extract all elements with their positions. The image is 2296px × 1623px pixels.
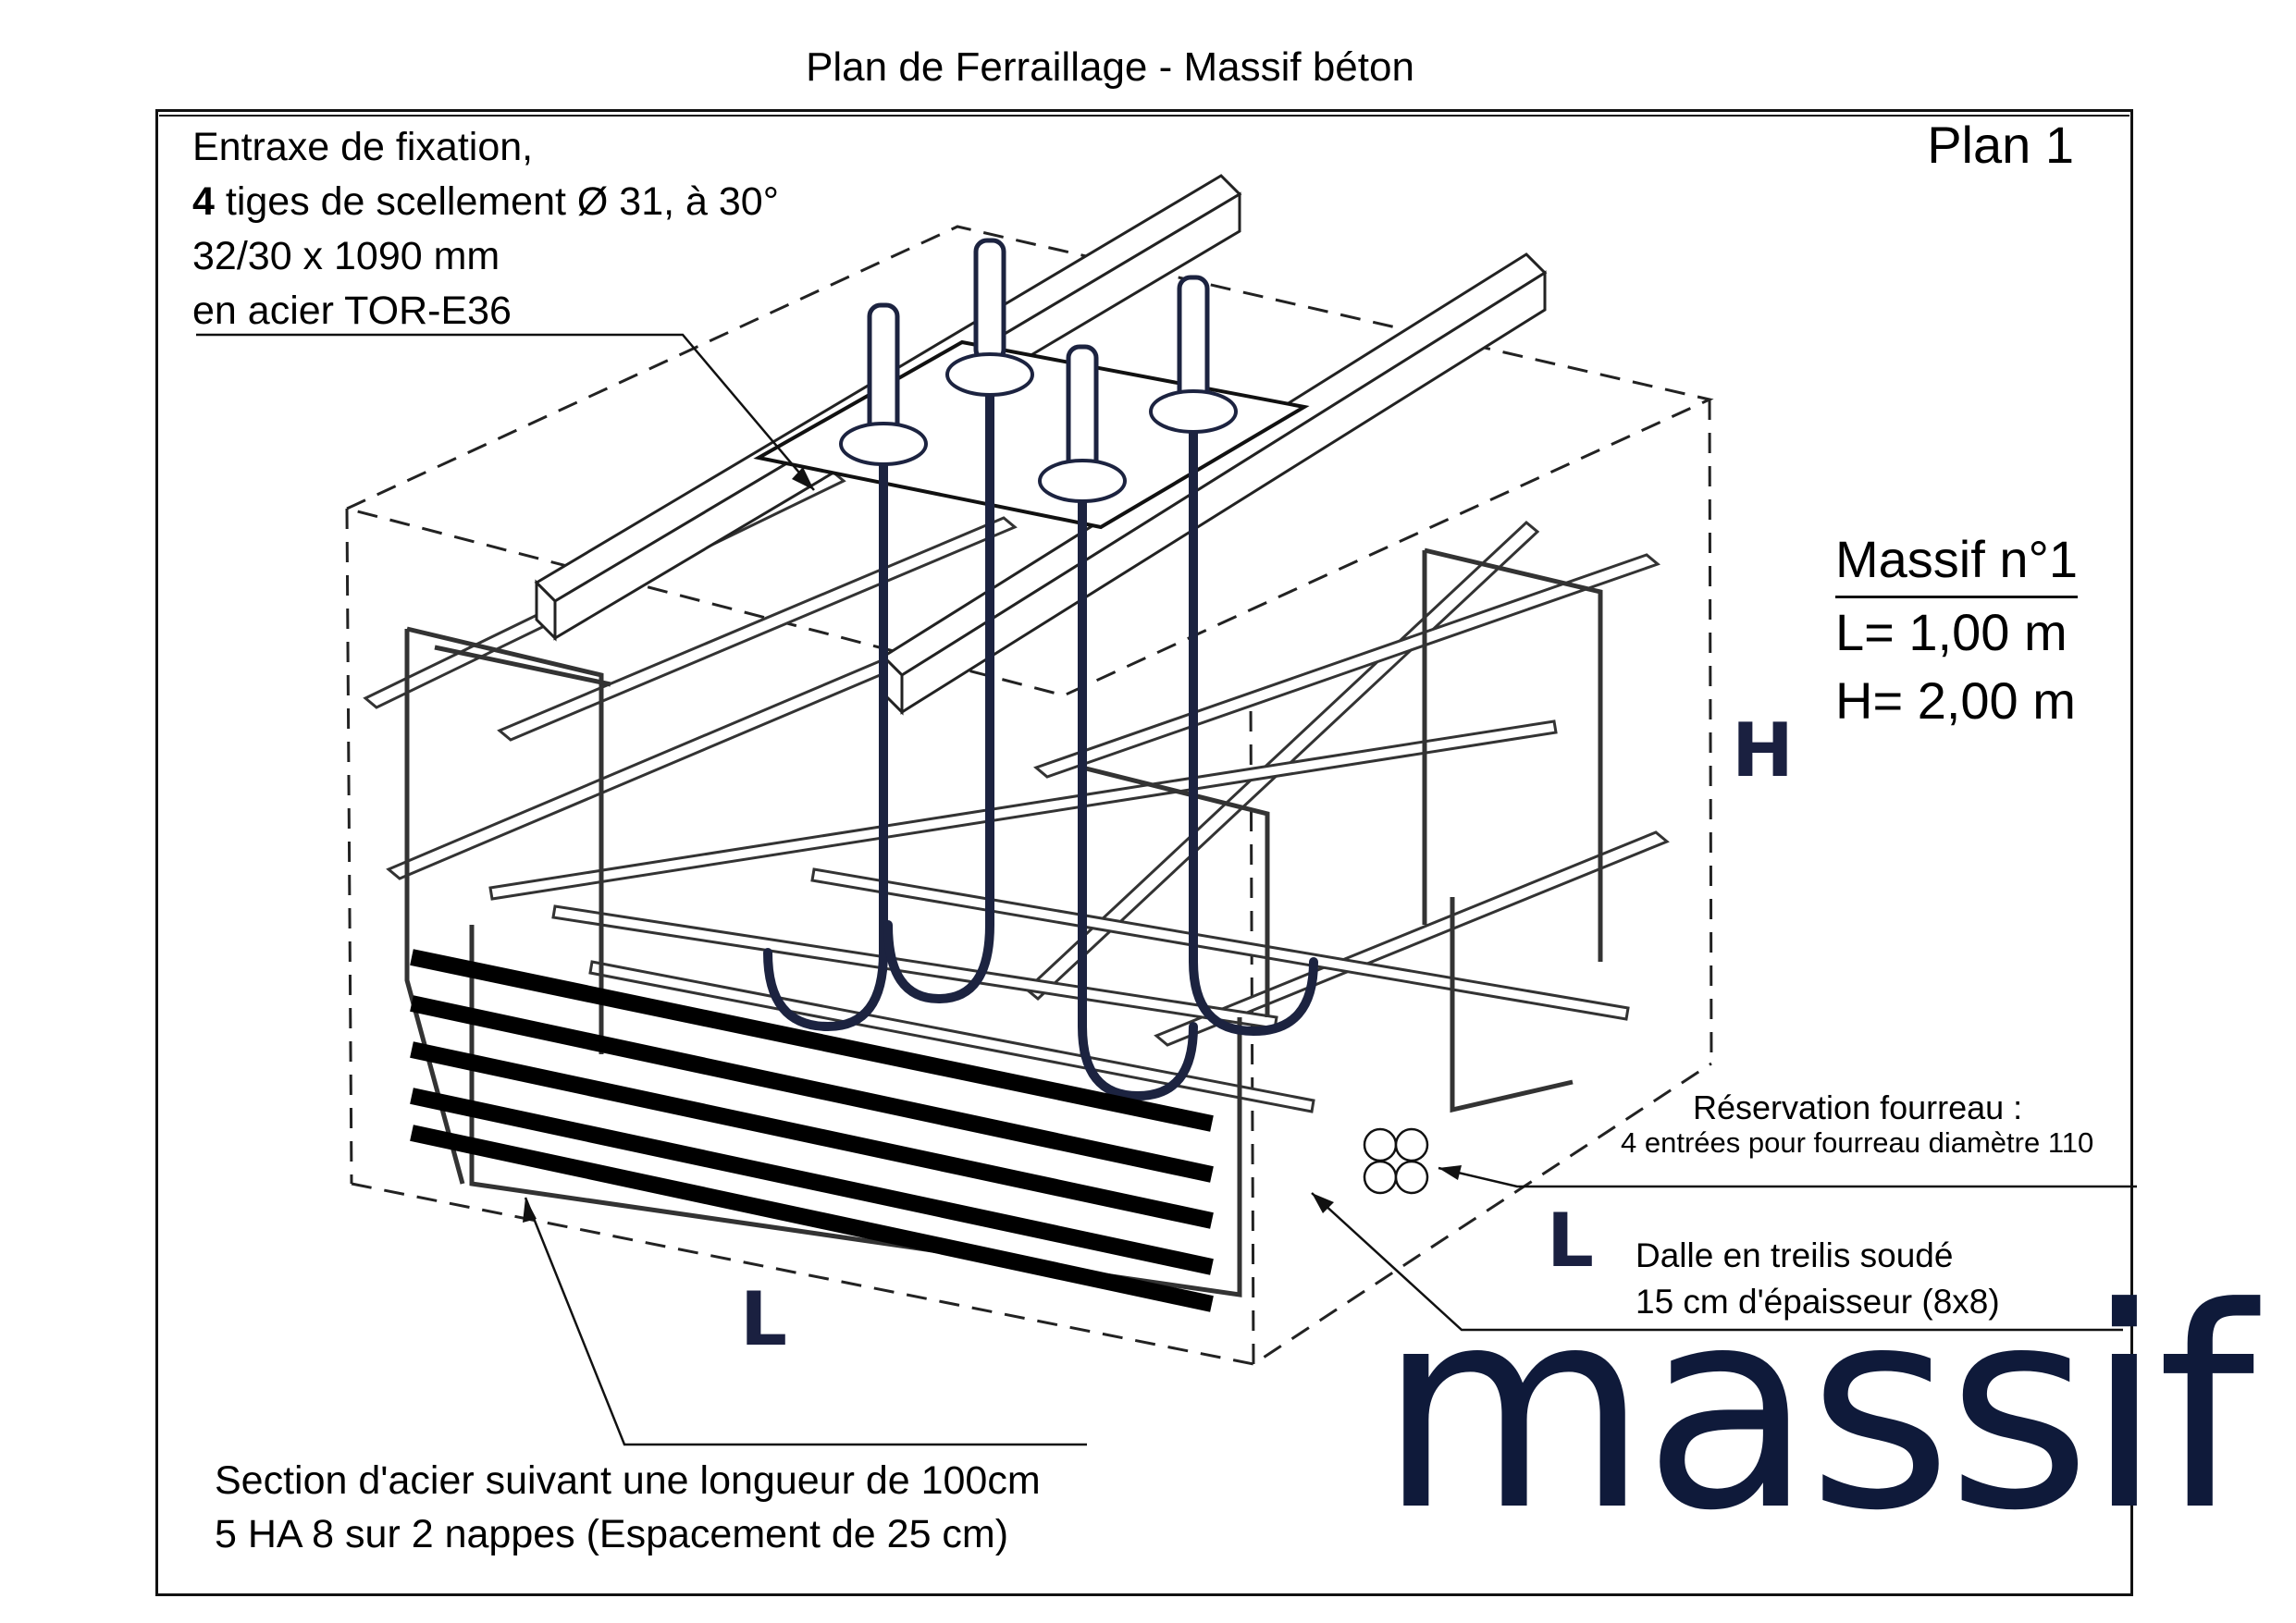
anchor-rod-4: [1189, 277, 1318, 1037]
stirrup-right-a: [1422, 547, 1603, 962]
leader-section: [524, 1197, 1087, 1446]
rebar-8: [588, 960, 1315, 1113]
section-bar-2: [410, 995, 1214, 1183]
section-bar-3: [410, 1041, 1214, 1229]
drawing-frame: [155, 109, 2133, 1596]
sleeve-circle-3: [1363, 1160, 1398, 1195]
arrow-section: [523, 1198, 537, 1223]
fixation-line-3: 32/30 x 1090 mm: [192, 234, 500, 278]
reservation-title: Réservation fourreau :: [1693, 1088, 2023, 1126]
sleeve-circle-2: [1394, 1127, 1429, 1162]
massif-heading: Massif n°1: [1835, 525, 2079, 598]
fixation-line-2-text: tiges de scellement Ø 31, à 30°: [214, 179, 779, 224]
arrow-fixation: [792, 467, 814, 490]
section-bar-1: [410, 949, 1214, 1132]
length-dimension-label-side: L: [1547, 1198, 1594, 1284]
fixation-count: 4: [192, 179, 215, 224]
nut-1: [839, 422, 928, 466]
section-line-1: Section d'acier suivant une longueur de …: [215, 1458, 1041, 1503]
length-dimension-label-front: L: [740, 1276, 787, 1362]
section-bar-4: [410, 1088, 1214, 1275]
leader-dalle: [1311, 1192, 2123, 1332]
massif-info: Massif n°1 L= 1,00 m H= 2,00 m: [1835, 525, 2079, 735]
rebar-6: [1154, 830, 1670, 1047]
beam-front-side: [900, 270, 1547, 715]
fixation-note: Entraxe de fixation, 4 tiges de scelleme…: [192, 120, 779, 338]
rod-top-4: [1177, 275, 1210, 410]
section-bar-5: [410, 1125, 1214, 1312]
nut-3: [1038, 459, 1127, 503]
plan-label: Plan 1: [1927, 116, 2074, 174]
section-line-2: 5 HA 8 sur 2 nappes (Espacement de 25 cm…: [215, 1512, 1009, 1556]
block-outline-bottom: [351, 1062, 1712, 1366]
fixation-line-1: Entraxe de fixation,: [192, 125, 534, 169]
leader-reservation: [1438, 1166, 2137, 1188]
arrow-reservation: [1438, 1165, 1462, 1180]
anchor-rod-1: [763, 314, 888, 1032]
anchor-rod-2: [883, 245, 994, 1004]
anchor-rod-3: [1078, 351, 1198, 1101]
nut-4: [1149, 389, 1238, 434]
stirrup-right-b: [1450, 897, 1574, 1113]
section-note: Section d'acier suivant une longueur de …: [215, 1454, 1041, 1561]
dalle-line-1: Dalle en treilis soudé: [1636, 1236, 1954, 1274]
leader-fixation: [196, 333, 815, 491]
rebar-10: [810, 867, 1630, 1021]
block-outline-left: [345, 508, 353, 1185]
fixation-line-4: en acier TOR-E36: [192, 289, 512, 333]
massif-length: L= 1,00 m: [1835, 603, 2068, 661]
nut-2: [945, 352, 1034, 397]
massif-height: H= 2,00 m: [1835, 671, 2076, 730]
height-dimension-label: H: [1732, 707, 1794, 793]
sleeve-circle-1: [1363, 1127, 1398, 1162]
dalle-line-2: 15 cm d'épaisseur (8x8): [1636, 1283, 2000, 1321]
dalle-note: Dalle en treilis soudé 15 cm d'épaisseur…: [1636, 1233, 2000, 1325]
rod-top-3: [1066, 344, 1099, 479]
reservation-detail: 4 entrées pour fourreau diamètre 110: [1621, 1126, 2094, 1159]
frame-inner-line: [159, 115, 2129, 120]
massif-logo-word: massif: [1378, 1248, 2255, 1571]
stirrup-left-b: [434, 645, 611, 687]
arrow-dalle: [1312, 1193, 1334, 1213]
fixation-line-2: 4 tiges de scellement Ø 31, à 30°: [192, 175, 779, 229]
block-outline-right: [1708, 399, 1713, 1064]
sleeve-circle-4: [1394, 1160, 1429, 1195]
rod-top-2: [973, 238, 1006, 363]
page-title: Plan de Ferraillage - Massif béton: [806, 44, 1414, 90]
rebar-9: [488, 719, 1558, 901]
stirrup-left-a: [404, 626, 604, 1185]
